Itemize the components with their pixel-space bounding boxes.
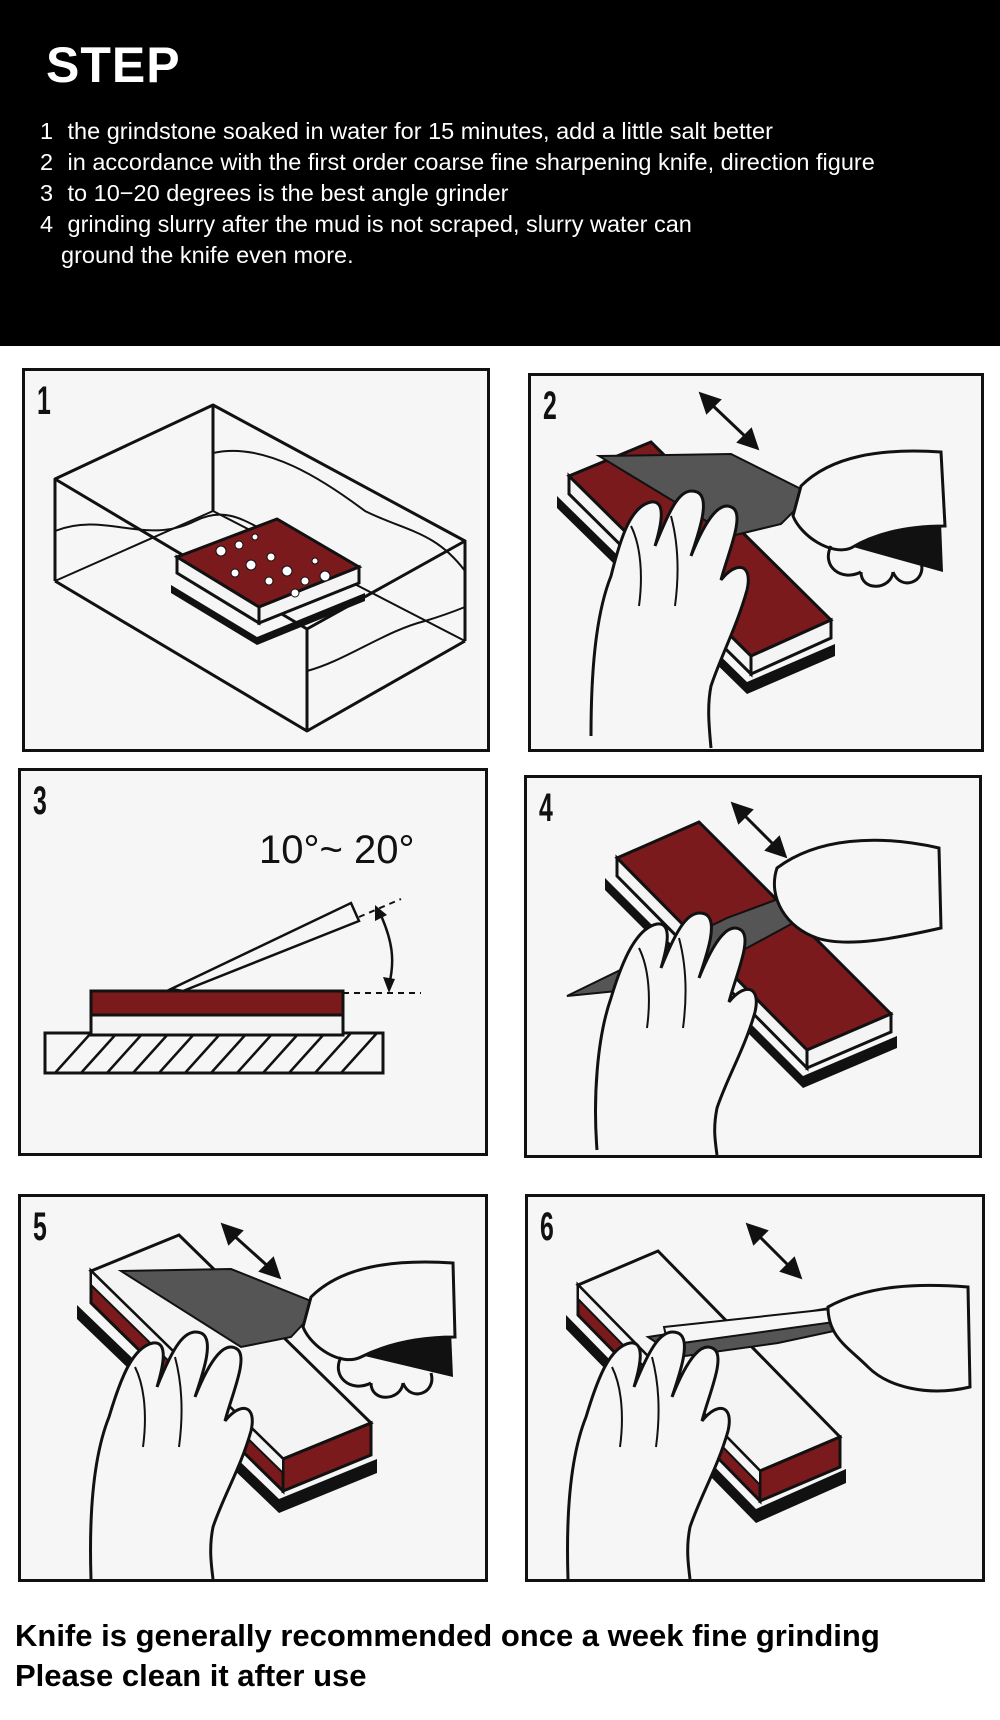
- instructions-header: STEP 1 the grindstone soaked in water fo…: [0, 0, 1000, 346]
- panel-number: 4: [539, 786, 553, 830]
- sharpening-angle-diagram: 10°~ 20°: [43, 828, 421, 1075]
- step-item: 4 grinding slurry after the mud is not s…: [40, 209, 990, 271]
- soaking-tank-illustration: [53, 403, 467, 733]
- step-item: 3 to 10−20 degrees is the best angle gri…: [40, 178, 990, 209]
- panel-step-4: 4: [524, 775, 982, 1158]
- step-text: to 10−20 degrees is the best angle grind…: [67, 180, 509, 206]
- footer-notes: Knife is generally recommended once a we…: [15, 1616, 990, 1696]
- step-text: in accordance with the first order coars…: [67, 149, 875, 175]
- angle-label: 10°~ 20°: [259, 828, 414, 872]
- panel-number: 1: [37, 379, 51, 423]
- footer-line-1: Knife is generally recommended once a we…: [15, 1618, 880, 1653]
- panel-step-3: 10°~ 20° 3: [18, 768, 488, 1156]
- panel-step-6: 6: [525, 1194, 985, 1582]
- header-title: STEP: [46, 37, 181, 93]
- step-number: 2: [40, 149, 54, 175]
- panel-number: 2: [543, 384, 557, 428]
- sharpening-reverse-illustration: [566, 801, 943, 1155]
- panel-number: 3: [33, 779, 47, 823]
- panel-number: 5: [33, 1205, 47, 1249]
- sharpening-white-reverse-illustration: [566, 1222, 972, 1579]
- step-text: grinding slurry after the mud is not scr…: [67, 211, 692, 237]
- sharpening-white-side-illustration: [77, 1222, 457, 1579]
- panel-step-2: 2: [528, 373, 984, 752]
- sharpening-red-side-illustration: [557, 391, 947, 749]
- panel-number: 6: [540, 1205, 554, 1249]
- step-number: 3: [40, 180, 54, 206]
- step-item: 2 in accordance with the first order coa…: [40, 147, 990, 178]
- step-number: 1: [40, 118, 54, 144]
- step-list: 1 the grindstone soaked in water for 15 …: [40, 116, 990, 271]
- step-text: the grindstone soaked in water for 15 mi…: [67, 118, 773, 144]
- step-number: 4: [40, 211, 54, 237]
- panel-step-5: 5: [18, 1194, 488, 1582]
- step-text-continued: ground the knife even more.: [61, 242, 354, 268]
- panel-step-1: 1: [22, 368, 490, 752]
- footer-line-2: Please clean it after use: [15, 1658, 367, 1693]
- step-item: 1 the grindstone soaked in water for 15 …: [40, 116, 990, 147]
